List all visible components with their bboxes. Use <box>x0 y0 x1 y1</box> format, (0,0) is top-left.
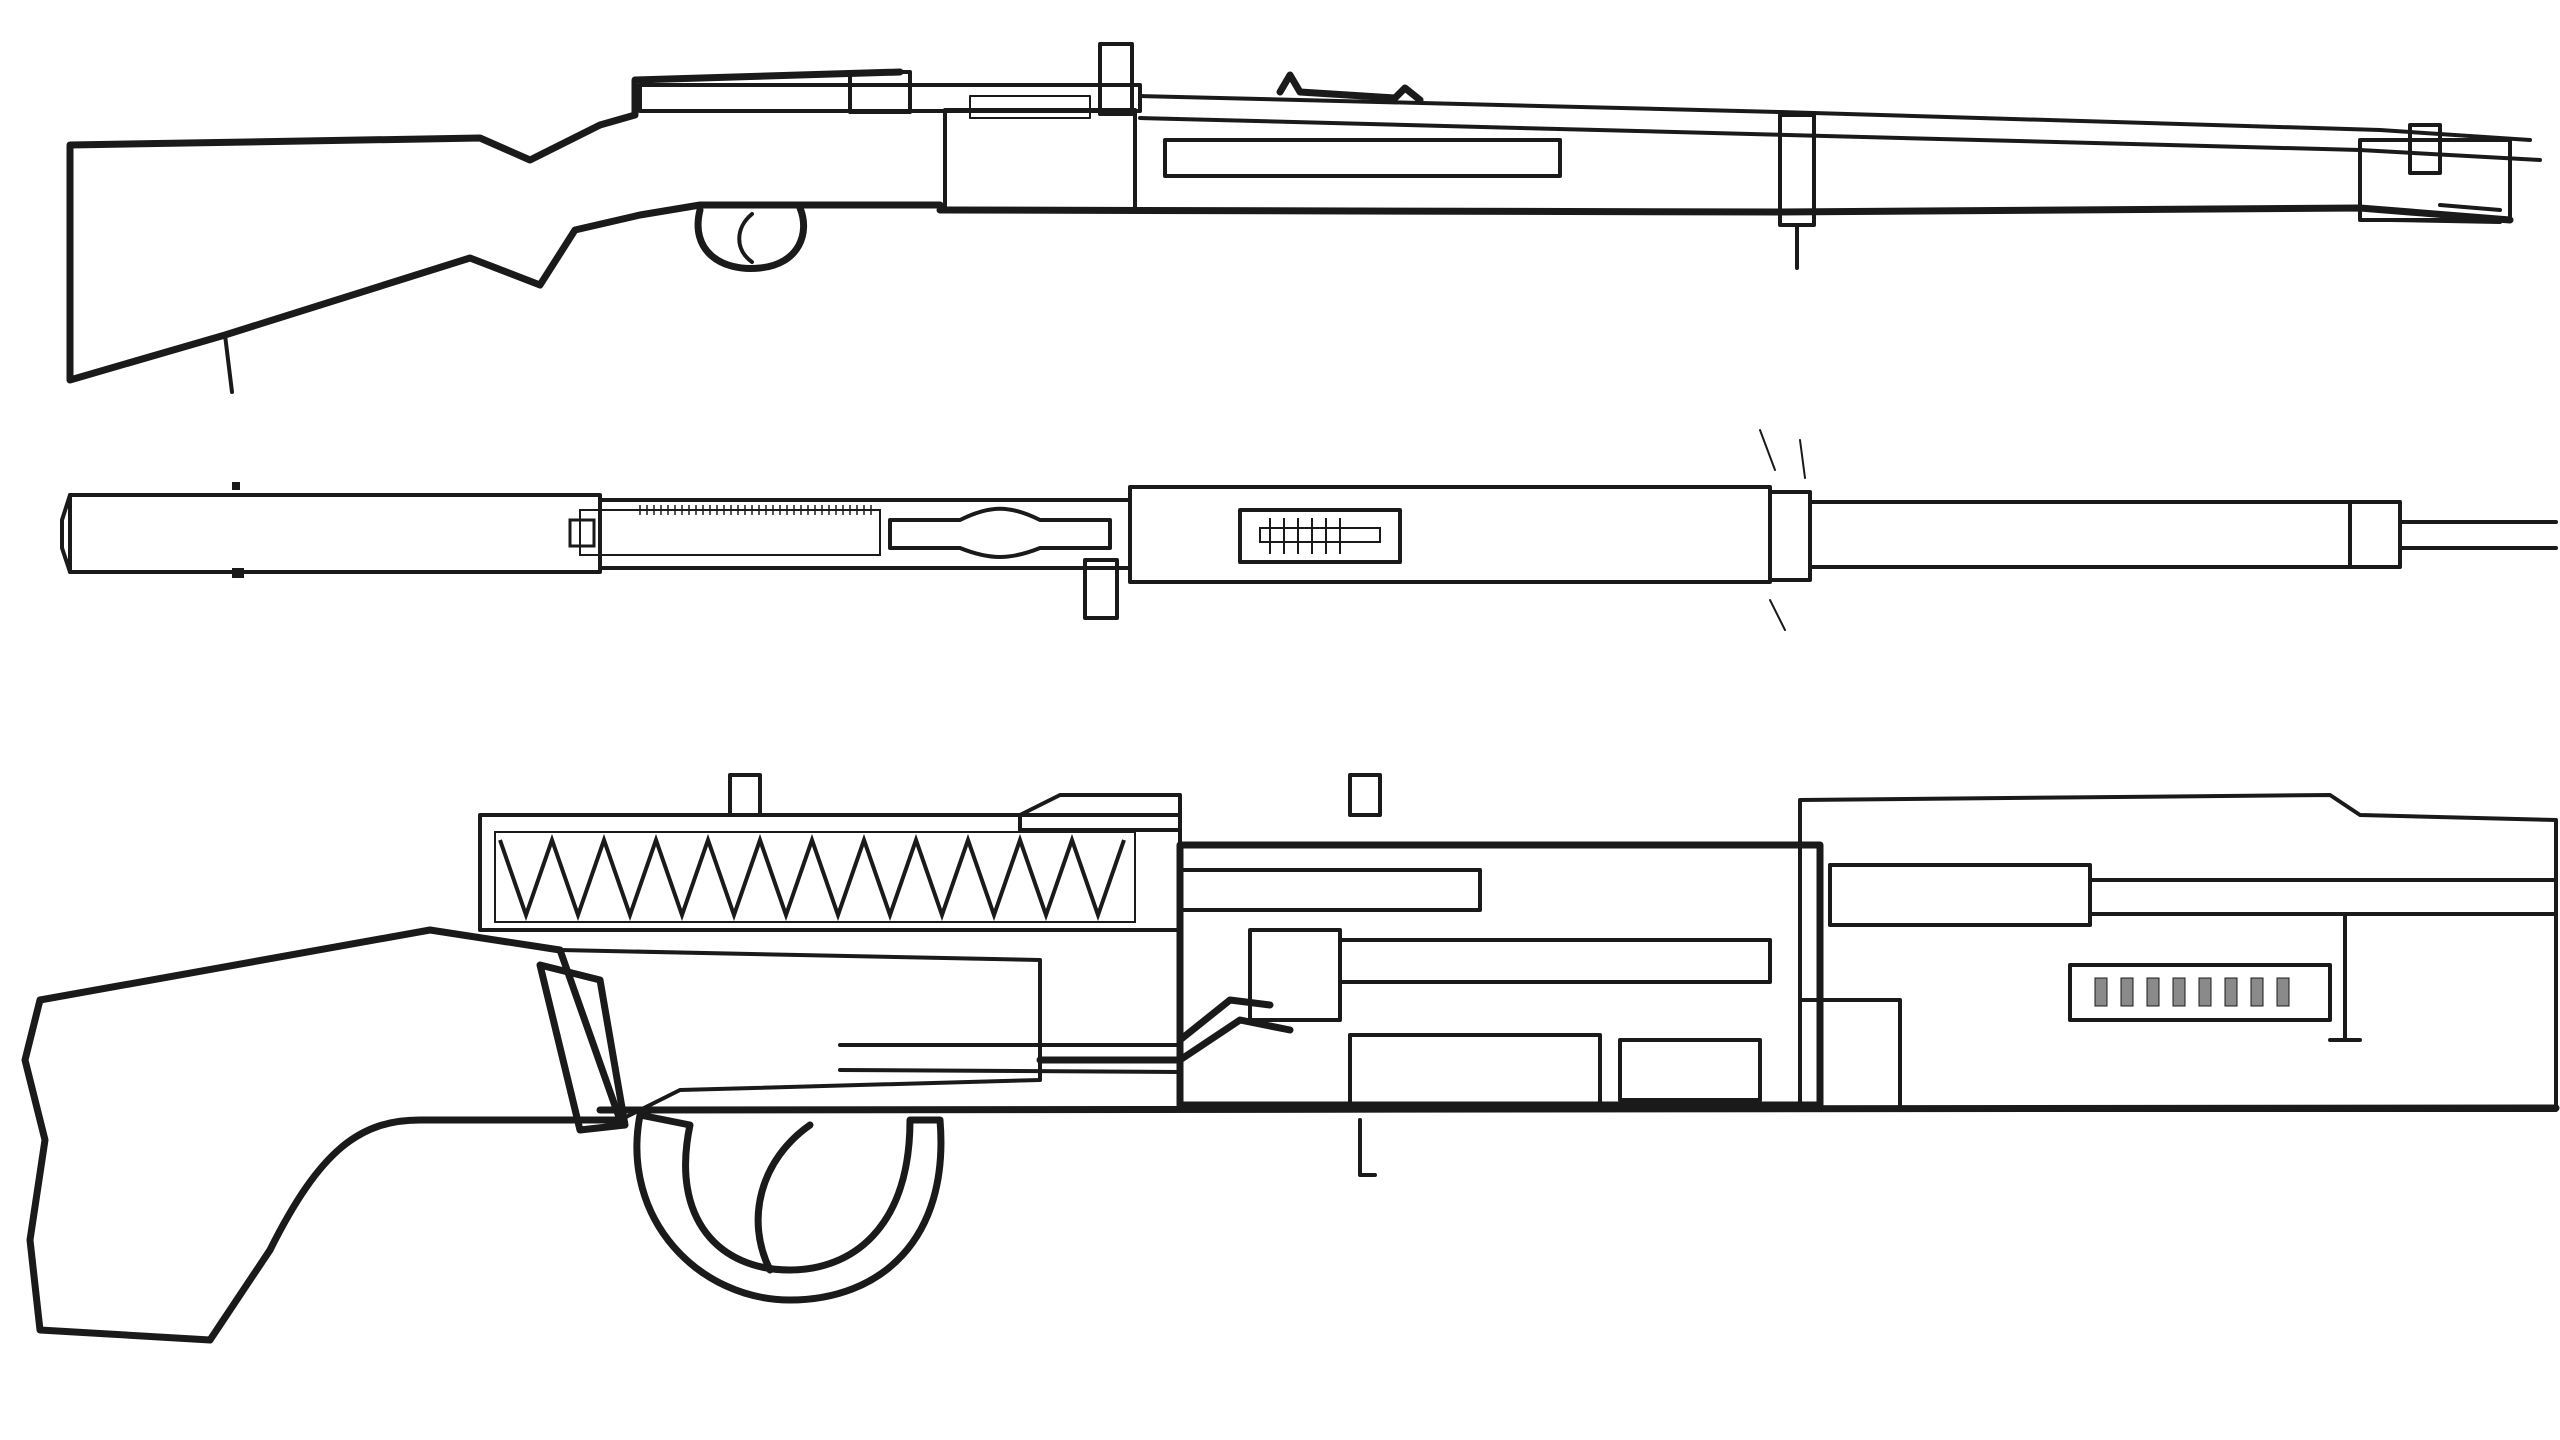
plan-forend-cap <box>2348 500 2402 569</box>
plan-receiver <box>1128 485 1772 584</box>
cutaway-gas-vents <box>2094 977 2290 1007</box>
plan-bolt-knob <box>568 518 596 548</box>
plan-bolt-slot <box>888 506 1112 559</box>
side-elevation-view <box>66 42 2542 394</box>
cutaway-lug <box>1618 1038 1762 1102</box>
cutaway-bottom-line <box>596 1104 2560 1114</box>
cutaway-barrel-jacket <box>1798 793 2558 1112</box>
cutaway-rear-sight <box>728 773 762 817</box>
cutaway-mainspring <box>494 831 1136 923</box>
plan-magazine-detail <box>1259 518 1381 554</box>
rear-sight-post <box>1098 42 1134 116</box>
receiver-body <box>943 108 1137 212</box>
cutaway-trigger <box>754 1121 814 1274</box>
cutaway-bolt-face <box>1178 868 1482 912</box>
cutaway-section-view <box>21 773 2560 1344</box>
cutaway-gas-port <box>2068 963 2332 1022</box>
gas-vent-slot <box>2120 977 2134 1007</box>
cutaway-stock <box>21 926 624 1344</box>
plan-mag-follower <box>1259 527 1381 543</box>
trigger <box>737 212 754 264</box>
cutaway-sling-swivel <box>1358 1118 1377 1177</box>
gas-vent-slot <box>2094 977 2108 1007</box>
forend-bottom <box>936 204 2514 224</box>
trigger-guard <box>694 204 808 272</box>
cutaway-link-rod <box>838 1043 1182 1074</box>
gas-vent-slot <box>2250 977 2264 1007</box>
plan-bolt-ribs <box>568 505 881 556</box>
plan-stock <box>68 493 602 574</box>
plan-band <box>1768 490 1812 582</box>
cutaway-sear <box>1248 928 1342 1022</box>
gas-vent-slot <box>2198 977 2212 1007</box>
gas-vent-slot <box>2172 977 2186 1007</box>
plan-grip-mark <box>232 568 244 578</box>
cutaway-chamber <box>1348 1033 1602 1107</box>
cutaway-lever <box>1036 996 1294 1064</box>
gas-vent-slot <box>2276 977 2290 1007</box>
cutaway-band-pin <box>2328 913 2362 1042</box>
plan-butt-cap <box>60 493 72 574</box>
bayonet-lug <box>2388 203 2502 224</box>
receiver-top <box>638 83 1142 113</box>
stock-sling-tab <box>223 333 234 394</box>
forend-slot <box>1163 138 1562 178</box>
cutaway-bolt-body <box>1176 841 1824 1109</box>
cutaway-band-section <box>1798 998 1902 1112</box>
cutaway-bore-2 <box>2088 878 2558 916</box>
cutaway-trigger-guard <box>633 1111 945 1304</box>
cutaway-tang <box>536 961 629 1134</box>
front-sight <box>2408 123 2442 175</box>
hammer-spur <box>1276 71 1424 104</box>
cutaway-bore <box>1828 863 2092 927</box>
plan-magazine-window <box>1238 508 1402 564</box>
rear-sight-base <box>848 70 912 114</box>
plan-grip-dot <box>232 482 240 490</box>
mainspring-channel <box>494 831 1136 923</box>
plan-trigger-block <box>1083 558 1119 620</box>
top-plan-view <box>60 429 2558 631</box>
cutaway-firing-pin <box>1338 938 1772 984</box>
plan-barrel <box>2398 520 2558 550</box>
mainspring-coil <box>498 833 1126 922</box>
bolt-handle-block <box>969 95 1091 119</box>
cutaway-hump <box>1018 793 1182 832</box>
plan-band-marks <box>1759 429 1806 631</box>
gas-vent-slot <box>2224 977 2238 1007</box>
cutaway-stock-grip <box>558 948 1042 1122</box>
plan-forend <box>1808 500 2352 569</box>
forend-top <box>1138 94 2532 142</box>
stock-outline <box>66 68 944 384</box>
gas-vent-slot <box>2146 977 2160 1007</box>
cutaway-rear-sight-2 <box>1348 773 1382 817</box>
plan-bolt-housing <box>579 509 881 556</box>
